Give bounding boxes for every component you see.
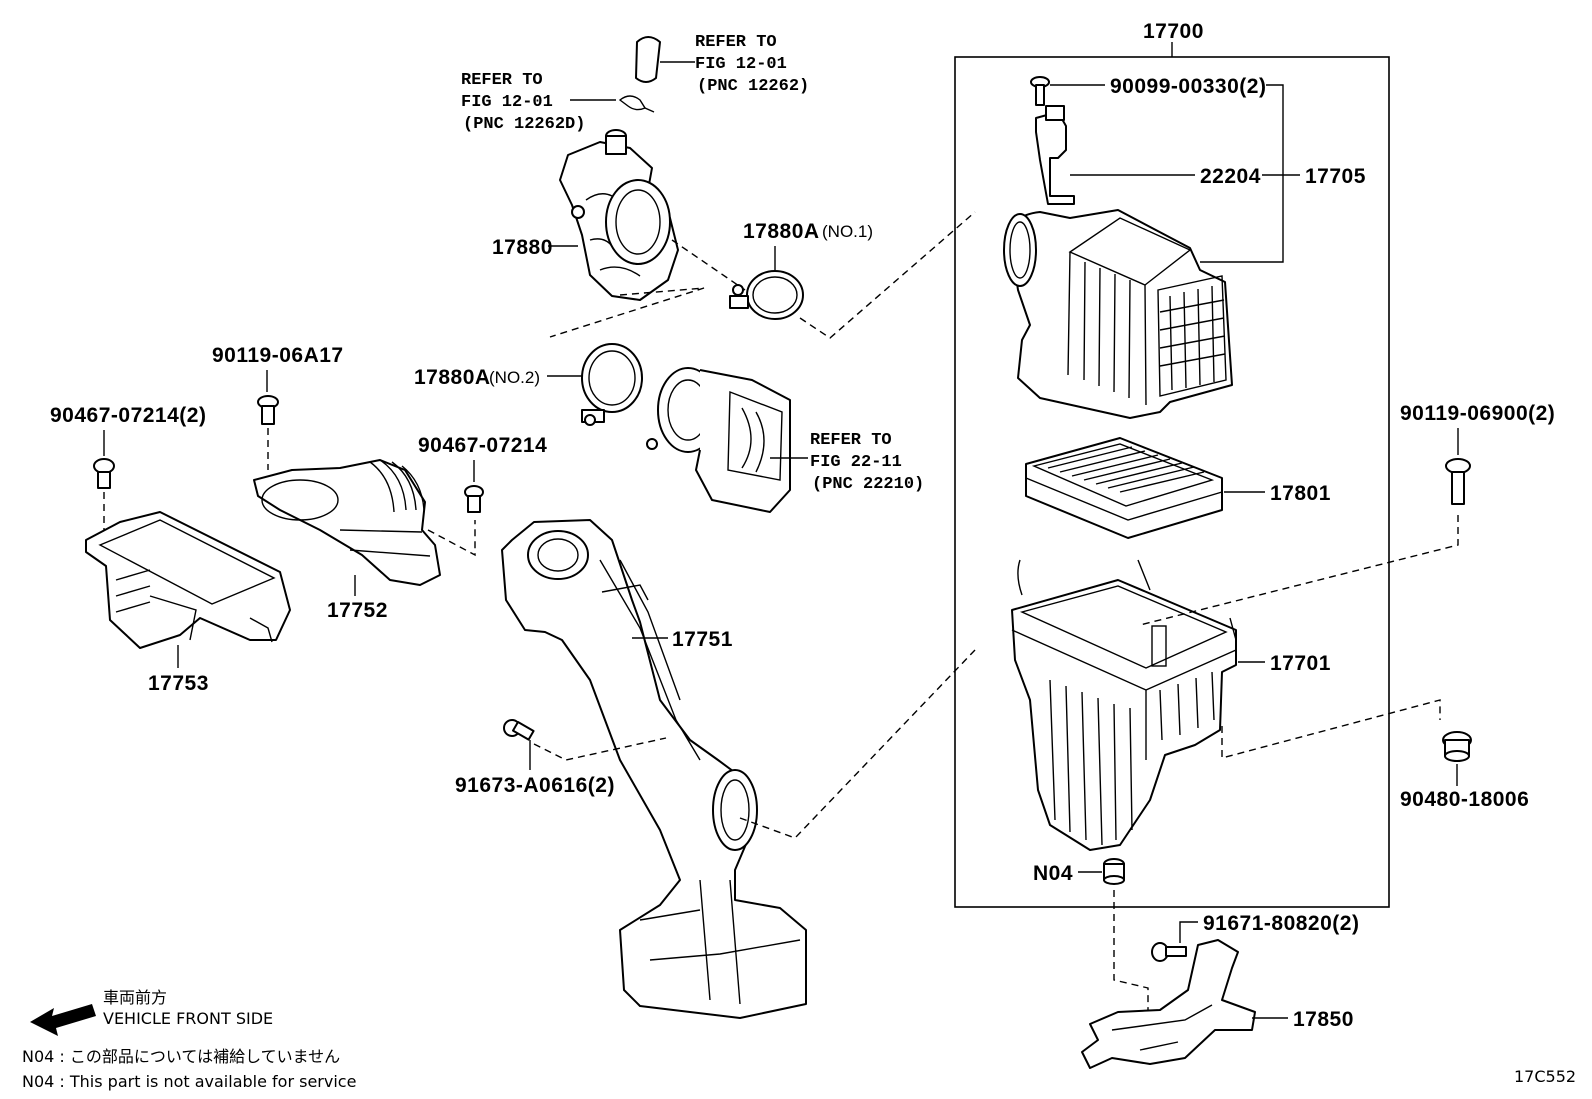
grommet-N04-icon[interactable]	[1103, 858, 1125, 885]
svg-text:FIG 22-11: FIG 22-11	[810, 453, 902, 472]
hose-end-icon[interactable]	[635, 36, 661, 83]
diagram-id: 17C552	[1514, 1067, 1576, 1086]
bolt-90119-06A17-icon[interactable]	[257, 395, 279, 425]
svg-text:FIG 12-01: FIG 12-01	[461, 93, 553, 112]
ref-fig-12-01-a[interactable]: REFER TO FIG 12-01 (PNC 12262)	[695, 33, 809, 96]
note-en: N04 : This part is not available for ser…	[22, 1072, 356, 1091]
panel-17753-icon[interactable]	[85, 511, 291, 649]
throttle-body-icon[interactable]	[646, 367, 791, 513]
duct-17752-icon[interactable]	[253, 459, 441, 586]
label-90099-00330[interactable]: 90099-00330(2)	[1110, 75, 1266, 98]
label-90467-07214-2[interactable]: 90467-07214(2)	[50, 404, 206, 427]
label-17753[interactable]: 17753	[148, 672, 209, 695]
label-90119-06A17[interactable]: 90119-06A17	[212, 344, 344, 367]
label-17880A-no1-note: (NO.1)	[822, 222, 873, 241]
air-cleaner-case-17701-icon[interactable]	[1011, 559, 1237, 851]
svg-text:REFER TO: REFER TO	[461, 71, 543, 90]
svg-text:(PNC 12262): (PNC 12262)	[697, 77, 809, 96]
label-N04[interactable]: N04	[1033, 862, 1073, 885]
svg-text:FIG 12-01: FIG 12-01	[695, 55, 787, 74]
note-jp: N04 : この部品については補給していません	[22, 1047, 340, 1066]
label-91673-A0616[interactable]: 91673-A0616(2)	[455, 774, 615, 797]
label-90467-07214[interactable]: 90467-07214	[418, 434, 547, 457]
label-22204[interactable]: 22204	[1200, 165, 1261, 188]
label-91671-80820[interactable]: 91671-80820(2)	[1203, 912, 1359, 935]
clamp-17880A-no2-icon[interactable]	[581, 343, 643, 426]
label-17880A-no2[interactable]: 17880A	[414, 366, 491, 389]
label-17880A-no1[interactable]: 17880A	[743, 220, 820, 243]
sensor-22204-icon[interactable]	[1035, 105, 1075, 205]
label-90119-06900[interactable]: 90119-06900(2)	[1400, 402, 1555, 425]
intake-hose-17880-icon[interactable]	[559, 129, 679, 301]
bolt-91673-A0616-icon[interactable]	[503, 719, 535, 741]
ref-fig-22-11[interactable]: REFER TO FIG 22-11 (PNC 22210)	[810, 431, 924, 494]
bolt-90099-00330-icon[interactable]	[1030, 76, 1050, 106]
air-cleaner-cap-icon[interactable]	[1003, 209, 1233, 419]
label-17801[interactable]: 17801	[1270, 482, 1331, 505]
svg-text:REFER TO: REFER TO	[695, 33, 777, 52]
front-direction-arrow-icon	[30, 1004, 96, 1036]
label-17752[interactable]: 17752	[327, 599, 388, 622]
label-17751[interactable]: 17751	[672, 628, 733, 651]
label-17880[interactable]: 17880	[492, 236, 553, 259]
svg-text:(PNC 12262D): (PNC 12262D)	[463, 115, 585, 134]
ref-fig-12-01-b[interactable]: REFER TO FIG 12-01 (PNC 12262D)	[461, 71, 585, 134]
label-17850[interactable]: 17850	[1293, 1008, 1354, 1031]
bolt-90119-06900-icon[interactable]	[1445, 458, 1471, 505]
svg-text:(PNC 22210): (PNC 22210)	[812, 475, 924, 494]
label-17705[interactable]: 17705	[1305, 165, 1366, 188]
svg-text:REFER TO: REFER TO	[810, 431, 892, 450]
grommet-90480-18006-icon[interactable]	[1442, 731, 1472, 762]
bolt-90467-07214-2-icon[interactable]	[93, 458, 115, 489]
label-17700[interactable]: 17700	[1143, 20, 1204, 43]
label-17701[interactable]: 17701	[1270, 652, 1331, 675]
clamp-17880A-no1-icon[interactable]	[729, 270, 804, 320]
direction-jp: 車両前方	[103, 988, 167, 1007]
clip-icon[interactable]	[618, 95, 655, 113]
bracket-17850-icon[interactable]	[1081, 939, 1256, 1069]
filter-element-17801-icon[interactable]	[1025, 437, 1223, 539]
label-17880A-no2-note: (NO.2)	[489, 368, 540, 387]
bolt-90467-07214-icon[interactable]	[464, 485, 484, 513]
direction-en: VEHICLE FRONT SIDE	[103, 1009, 273, 1028]
label-90480-18006[interactable]: 90480-18006	[1400, 788, 1529, 811]
air-duct-17751-icon[interactable]	[501, 519, 807, 1019]
bolt-91671-80820-icon[interactable]	[1151, 942, 1187, 962]
